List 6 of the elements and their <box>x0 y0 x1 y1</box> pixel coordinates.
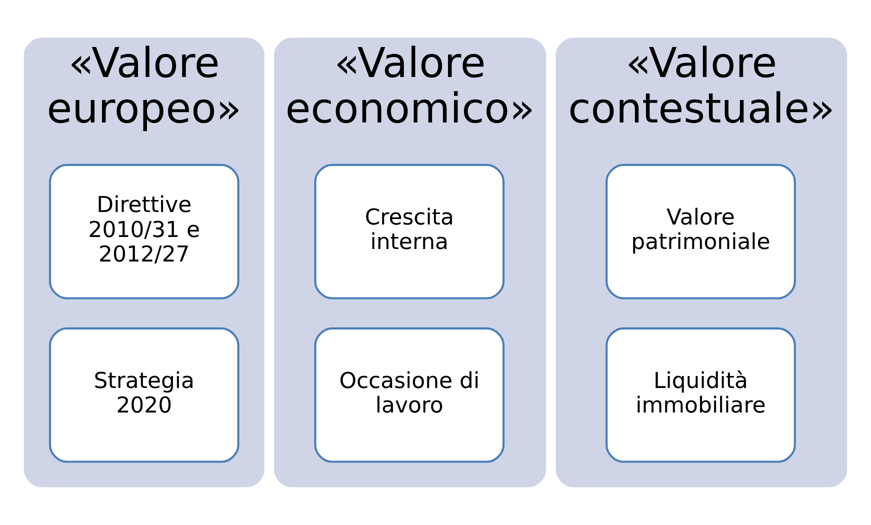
node-box: Valore patrimoniale <box>606 164 796 300</box>
node-box: Liquidità immobiliare <box>606 327 796 463</box>
node-box: Strategia 2020 <box>48 327 240 463</box>
node-box: Occasione di lavoro <box>314 327 505 463</box>
node-box: Crescita interna <box>314 164 505 300</box>
node-box: Direttive 2010/31 e 2012/27 <box>48 164 240 300</box>
